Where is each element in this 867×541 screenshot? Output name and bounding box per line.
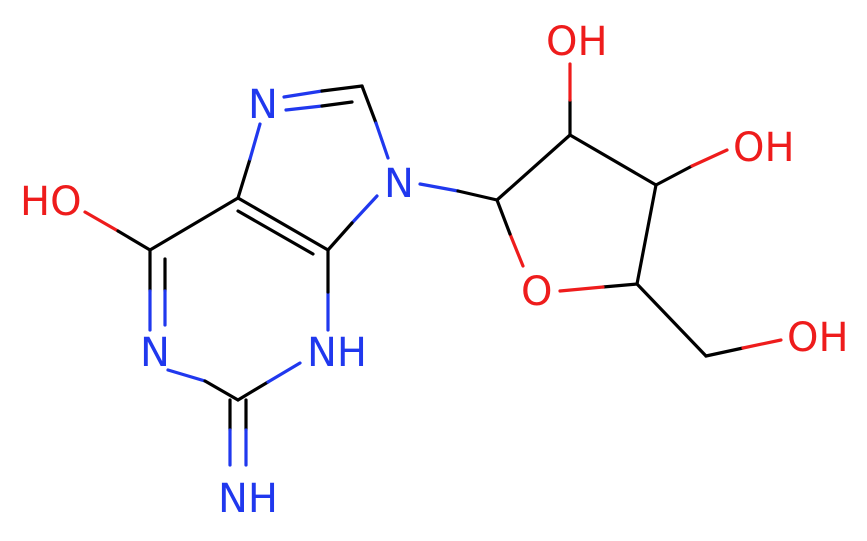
bond-c2-n3-n — [266, 361, 302, 384]
bond-c4p-o4p-o — [558, 285, 605, 293]
atom-oh-3prime: OH — [733, 125, 795, 171]
bond-c6-o-black — [116, 229, 152, 252]
bond-c5-c6 — [148, 196, 240, 252]
bond-n7-c8-b — [320, 100, 354, 108]
bond-n1-c2 — [203, 379, 240, 402]
atom-oh-5prime: OH — [787, 315, 849, 361]
bond-c3p-oh — [654, 164, 694, 187]
atom-n3h: NH — [307, 330, 367, 376]
bond-c3p-c4p — [635, 183, 658, 286]
atom-n7: N — [248, 82, 278, 128]
bond-c2p-c3p — [568, 133, 658, 187]
bond-c4-c5-b — [236, 209, 315, 256]
atom-imine-nh: NH — [218, 476, 278, 522]
bond-n7-c8-b-n — [284, 104, 324, 112]
atom-n1: N — [140, 330, 170, 376]
bond-c5p-oh — [704, 346, 745, 358]
bond-c8-n9-n — [374, 121, 390, 160]
bond-c3p-oh-o — [690, 148, 729, 168]
bond-o4p-c1p-o — [508, 232, 525, 268]
bond-n9-c1p — [456, 189, 499, 202]
bond-c4p-c5p — [635, 282, 708, 358]
atom-ho-c6: HO — [20, 179, 82, 225]
bond-c5-n7-n — [248, 122, 262, 161]
bond-n7-c8-a — [320, 84, 364, 93]
bond-c2-n3 — [236, 380, 270, 402]
bond-n9-c1p-n — [418, 182, 460, 193]
bond-n1-c2-n — [166, 368, 207, 383]
bond-n7-c8-a-n — [282, 89, 324, 99]
bond-c8-n9 — [360, 84, 378, 125]
bond-c5p-oh-o — [741, 338, 783, 350]
bond-c1p-c2p — [495, 133, 572, 202]
bond-c4-c5-a — [236, 196, 330, 252]
bond-c4p-o4p — [601, 282, 639, 289]
bond-o4p-c1p — [495, 198, 512, 236]
atom-oh-2prime: OH — [546, 19, 608, 65]
bond-c6-o-red — [83, 210, 120, 233]
bond-n9-c4-n — [350, 194, 379, 225]
atom-ring-o: O — [521, 269, 552, 315]
atom-n9: N — [384, 161, 414, 207]
bond-n9-c4 — [326, 221, 354, 252]
bond-c5-n7 — [236, 157, 252, 200]
